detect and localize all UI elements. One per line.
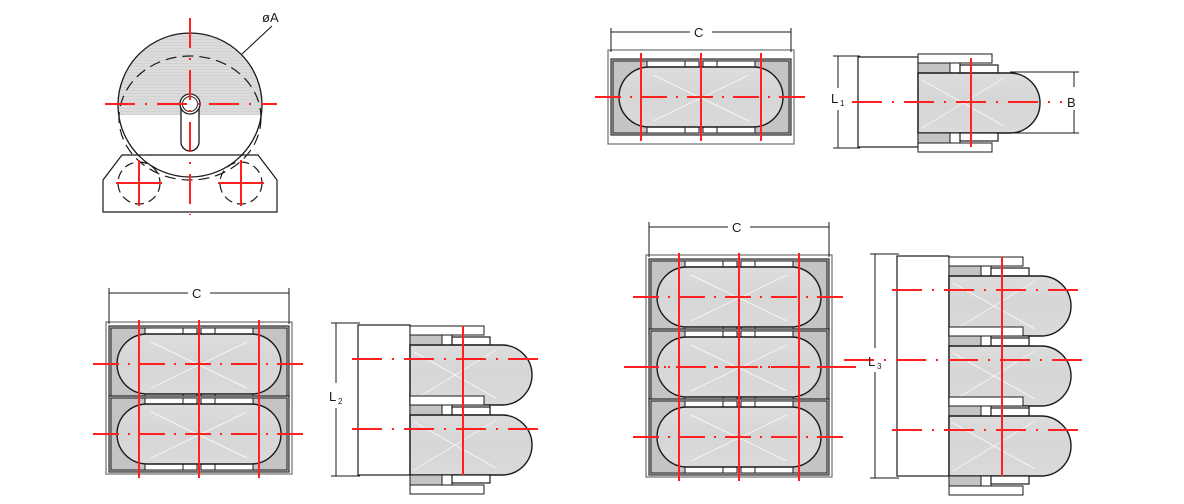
diameter-leader-line (241, 25, 273, 55)
view-single-side: L 1 B (831, 53, 1079, 153)
dimension-c-double: C (108, 286, 290, 324)
dimension-c-triple: C (648, 220, 830, 257)
label-dimension-l2-base: L (329, 389, 336, 404)
label-dimension-c-triple: C (732, 220, 741, 235)
label-dimension-l3-base: L (868, 354, 875, 369)
dimension-l3: L 3 (868, 253, 899, 479)
view-single-front: C (594, 25, 808, 145)
label-dimension-l1-base: L (831, 91, 838, 106)
label-dimension-l2-sub: 2 (338, 397, 343, 406)
dimension-c-top: C (610, 25, 792, 52)
view-end-section: øA (102, 10, 279, 215)
dimension-l1: L 1 (831, 55, 860, 149)
view-triple-side: L 3 (844, 253, 1086, 496)
label-dimension-c-top: C (694, 25, 703, 40)
dimension-l2: L 2 (329, 322, 360, 477)
label-dimension-c-double: C (192, 286, 201, 301)
label-dimension-l3-sub: 3 (877, 362, 882, 371)
label-dimension-b: B (1067, 95, 1076, 110)
label-diameter-a: øA (262, 10, 279, 25)
triple-side-mount-plate (896, 255, 950, 477)
view-double-side: L 2 (329, 322, 548, 495)
double-side-mount-plate (357, 324, 411, 476)
label-dimension-l1-sub: 1 (840, 99, 845, 108)
view-double-front: C (92, 286, 306, 479)
dimension-b: B (1010, 71, 1079, 134)
view-triple-front: C (624, 220, 856, 482)
